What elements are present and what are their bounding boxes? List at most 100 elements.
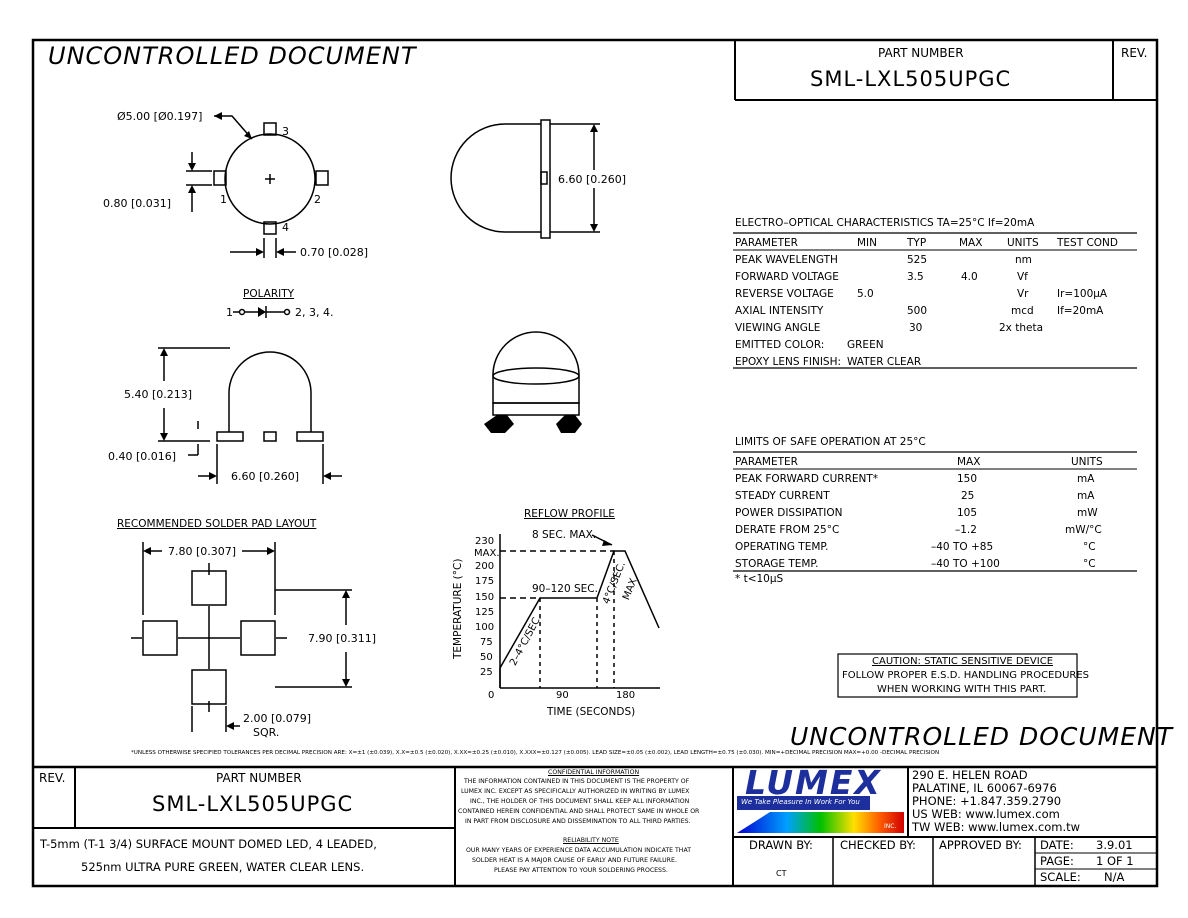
reflow-xtick-180: 180 <box>616 690 636 701</box>
eo-cell: 30 <box>909 322 923 334</box>
eo-h-max: MAX <box>959 237 983 249</box>
limits-footnote: * t<10µS <box>735 573 784 585</box>
eo-h-test: TEST COND <box>1057 237 1119 249</box>
limits-cell: °C <box>1083 558 1096 570</box>
pin-1-label: 1 <box>220 193 227 206</box>
limits-cell: °C <box>1083 541 1096 553</box>
page-value: 1 OF 1 <box>1096 854 1134 868</box>
caution-line-3: WHEN WORKING WITH THIS PART. <box>877 684 1047 695</box>
confidential-title: CONFIDENTIAL INFORMATION <box>548 769 640 776</box>
uncontrolled-stamp-bottom: UNCONTROLLED DOCUMENT <box>790 722 1174 751</box>
eo-epoxy-value: WATER CLEAR <box>847 356 922 368</box>
dim-660-side: 6.60 [0.260] <box>558 173 627 186</box>
dim-diameter: Ø5.00 [Ø0.197] <box>117 110 203 123</box>
eo-cell: FORWARD VOLTAGE <box>735 271 839 283</box>
reflow-ytick-75: 75 <box>480 637 493 648</box>
polarity-title: POLARITY <box>243 288 295 300</box>
pin-4-label: 4 <box>282 221 289 234</box>
polarity-cathodes: 2, 3, 4. <box>295 306 334 319</box>
reflow-ann-8sec: 8 SEC. MAX. <box>532 529 597 541</box>
limits-cell: –1.2 <box>955 524 977 536</box>
scale-value: N/A <box>1104 870 1125 884</box>
reflow-ytick-230: 230 <box>475 536 495 547</box>
confidential-line: LUMEX INC. EXCEPT AS SPECIFICALLY AUTHOR… <box>461 788 690 795</box>
pad-dim-sqr: SQR. <box>253 726 280 739</box>
reliability-line: OUR MANY YEARS OF EXPERIENCE DATA ACCUMU… <box>466 847 691 854</box>
lumex-inc: INC. <box>884 823 897 830</box>
drawn-by-label: DRAWN BY: <box>749 838 813 852</box>
limits-cell: 150 <box>957 473 978 485</box>
pad-dim-width: 7.80 [0.307] <box>168 545 237 558</box>
eo-cell: AXIAL INTENSITY <box>735 305 824 317</box>
eo-cell: If=20mA <box>1057 305 1104 317</box>
limits-cell: mA <box>1077 490 1095 502</box>
eo-title: ELECTRO–OPTICAL CHARACTERISTICS TA=25°C … <box>735 217 1035 229</box>
drawn-by-value: CT <box>776 869 787 878</box>
eo-cell: PEAK WAVELENGTH <box>735 254 838 266</box>
pin-3-label: 3 <box>282 125 289 138</box>
rev-label: REV. <box>1121 46 1148 60</box>
address-line: PALATINE, IL 60067-6976 <box>912 781 1057 795</box>
confidential-line: IN PART FROM DISCLOSURE AND DISSEMINATIO… <box>465 818 691 825</box>
limits-cell: 105 <box>957 507 978 519</box>
dim-040: 0.40 [0.016] <box>108 450 177 463</box>
eo-h-min: MIN <box>857 237 878 249</box>
reflow-ytick-max: MAX. <box>474 548 500 559</box>
lumex-logo <box>737 770 904 833</box>
address-line: US WEB: www.lumex.com <box>912 807 1060 821</box>
eo-h-param: PARAMETER <box>735 237 798 249</box>
eo-epoxy-label: EPOXY LENS FINISH: <box>735 356 842 368</box>
reflow-ytick-150: 150 <box>475 592 495 603</box>
eo-cell: mcd <box>1011 305 1034 317</box>
eo-h-units: UNITS <box>1007 237 1039 249</box>
limits-cell: mW <box>1077 507 1098 519</box>
tb-desc-line-1: T-5mm (T-1 3/4) SURFACE MOUNT DOMED LED,… <box>40 837 377 851</box>
reflow-xlabel: TIME (SECONDS) <box>547 706 636 718</box>
caution-line-2: FOLLOW PROPER E.S.D. HANDLING PROCEDURES <box>842 670 1090 681</box>
eo-cell: Vf <box>1017 271 1028 283</box>
eo-cell: VIEWING ANGLE <box>735 322 821 334</box>
confidential-line: INC., THE HOLDER OF THIS DOCUMENT SHALL … <box>470 798 690 805</box>
eo-emitted-label: EMITTED COLOR: <box>735 339 825 351</box>
uncontrolled-stamp-top: UNCONTROLLED DOCUMENT <box>48 42 417 70</box>
dim-540: 5.40 [0.213] <box>124 388 193 401</box>
address-line: TW WEB: www.lumex.com.tw <box>912 820 1081 834</box>
date-label: DATE: <box>1040 838 1074 852</box>
reflow-title: REFLOW PROFILE <box>524 508 615 520</box>
reliability-title: RELIABILITY NOTE <box>563 837 619 844</box>
eo-cell: Ir=100µA <box>1057 288 1108 300</box>
pad-dim-size: 2.00 [0.079] <box>243 712 312 725</box>
limits-cell: DERATE FROM 25°C <box>735 524 840 536</box>
eo-emitted-value: GREEN <box>847 339 884 351</box>
reflow-ytick-50: 50 <box>480 652 493 663</box>
eo-cell: 525 <box>907 254 928 266</box>
reflow-ytick-25: 25 <box>480 667 493 678</box>
reflow-xtick-0: 0 <box>488 690 495 701</box>
limits-title: LIMITS OF SAFE OPERATION AT 25°C <box>735 436 926 448</box>
limits-cell: –40 TO +85 <box>931 541 994 553</box>
reliability-line: PLEASE PAY ATTENTION TO YOUR SOLDERING P… <box>494 867 668 874</box>
confidential-line: CONTAINED HEREIN CONFIDENTIAL AND SHALL … <box>458 808 700 815</box>
approved-by-label: APPROVED BY: <box>939 838 1022 852</box>
limits-cell: –40 TO +100 <box>931 558 1000 570</box>
address-line: PHONE: +1.847.359.2790 <box>912 794 1062 808</box>
pin-2-label: 2 <box>314 193 321 206</box>
eo-cell: Vr <box>1017 288 1029 300</box>
tolerance-note: *UNLESS OTHERWISE SPECIFIED TOLERANCES P… <box>131 750 940 756</box>
limits-cell: PEAK FORWARD CURRENT* <box>735 473 879 485</box>
eo-cell: nm <box>1015 254 1032 266</box>
reflow-ytick-175: 175 <box>475 576 495 587</box>
caution-line-1: CAUTION: STATIC SENSITIVE DEVICE <box>872 656 1054 667</box>
date-value: 3.9.01 <box>1096 838 1133 852</box>
eo-cell: 4.0 <box>961 271 978 283</box>
reflow-ann-90-120: 90–120 SEC. <box>532 583 598 595</box>
page-label: PAGE: <box>1040 854 1074 868</box>
limits-cell: STORAGE TEMP. <box>735 558 819 570</box>
limits-h-param: PARAMETER <box>735 456 798 468</box>
limits-cell: POWER DISSIPATION <box>735 507 843 519</box>
limits-cell: OPERATING TEMP. <box>735 541 829 553</box>
eo-cell: 2x theta <box>999 322 1044 334</box>
tb-part-number: SML-LXL505UPGC <box>152 792 354 816</box>
dim-660-front: 6.60 [0.260] <box>231 470 300 483</box>
